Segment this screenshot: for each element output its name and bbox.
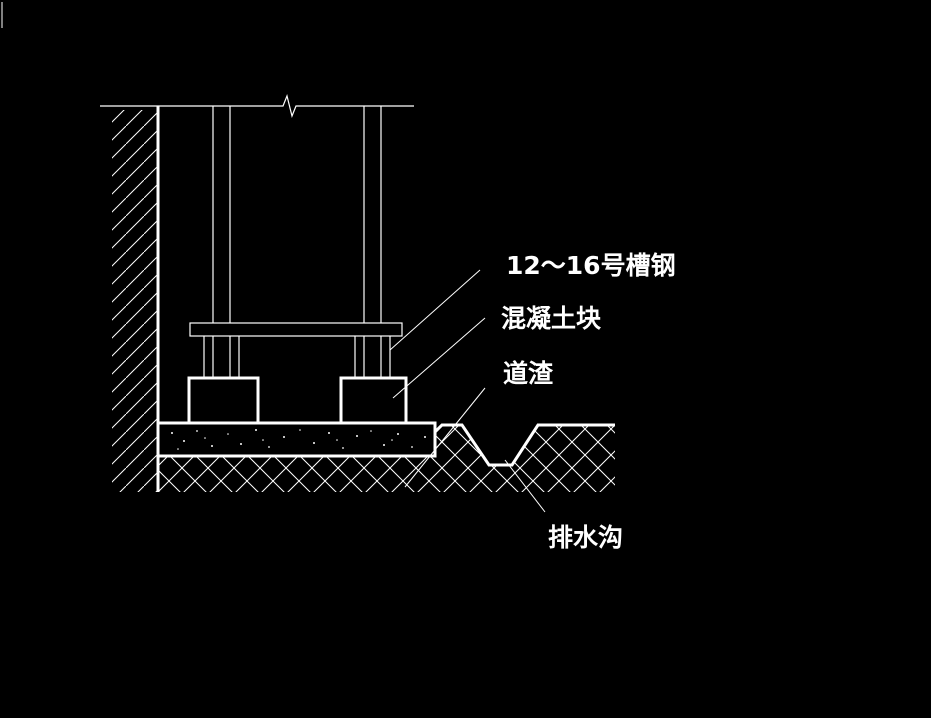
steel-post-right — [354, 106, 391, 378]
ballast-layer — [156, 421, 437, 458]
concrete-block-right — [339, 376, 408, 425]
leader-channel-steel — [389, 269, 481, 351]
label-drainage-ditch: 排水沟 — [548, 523, 623, 552]
top-break-line — [100, 94, 414, 118]
wall-hatching — [112, 110, 158, 492]
leader-ballast — [404, 387, 486, 488]
concrete-block-left — [187, 376, 260, 425]
label-channel-steel: 12～16号槽钢 — [506, 251, 676, 280]
channel-steel-beam — [189, 322, 403, 337]
ground-hatching-right — [435, 425, 615, 492]
drainage-ditch-profile — [433, 423, 615, 467]
ballast-speckles — [171, 429, 426, 450]
label-ballast: 道渣 — [503, 359, 554, 388]
steel-post-left — [203, 106, 240, 378]
leader-concrete-block — [392, 317, 486, 399]
label-concrete-block: 混凝土块 — [501, 304, 601, 333]
leader-drainage-ditch — [504, 459, 546, 513]
ground-hatching-left — [158, 456, 435, 492]
